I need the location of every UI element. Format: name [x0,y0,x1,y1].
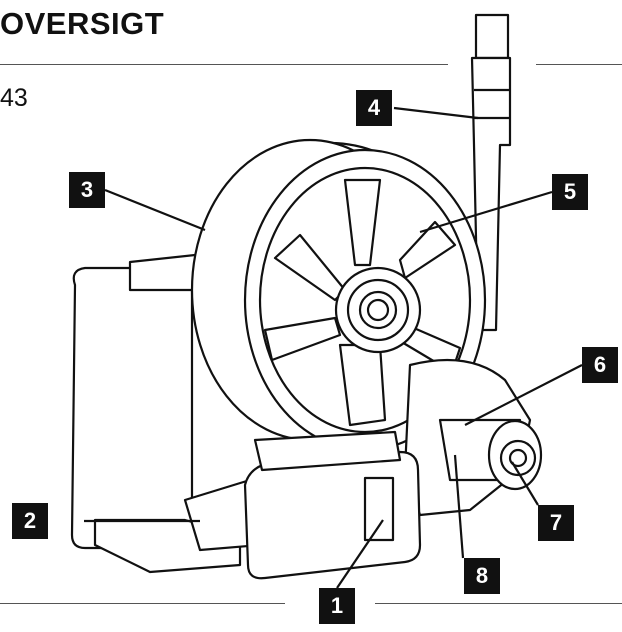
callout-2: 2 [12,503,48,539]
callout-8: 8 [464,558,500,594]
device-brand-text: autoglobal [270,564,307,573]
page-title: OVERSIGT [0,6,165,41]
callout-4: 4 [356,90,392,126]
bottom-rule-left [0,603,285,604]
callout-6: 6 [582,347,618,383]
top-rule-right [536,64,622,65]
model-number: 43 [0,84,28,112]
bottom-rule-right [375,603,622,604]
callout-5: 5 [552,174,588,210]
device-model-text: D43 [270,541,296,557]
callout-3: 3 [69,172,105,208]
callout-1: 1 [319,588,355,624]
top-rule-left [0,64,448,65]
callout-7: 7 [538,505,574,541]
